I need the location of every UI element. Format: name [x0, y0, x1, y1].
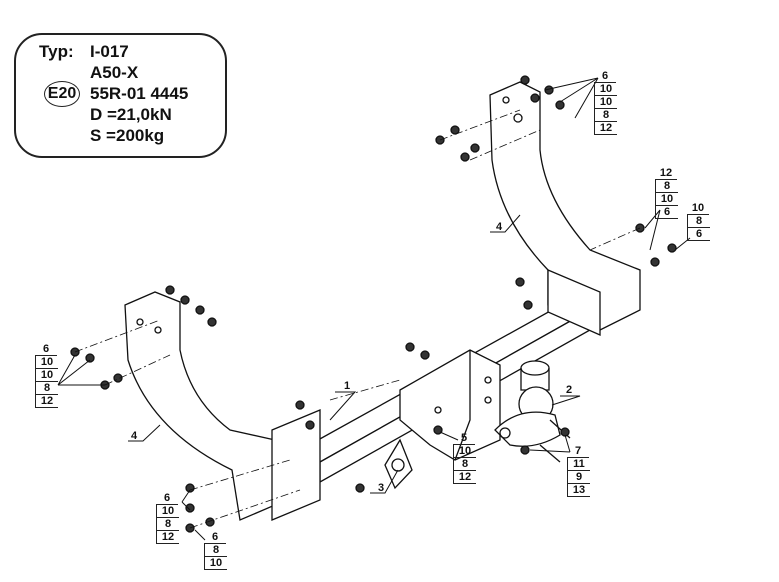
callout-item: 8	[204, 544, 227, 557]
callout-right-a: 12 8 10 6	[655, 167, 678, 219]
s-value: S =200kg	[90, 126, 165, 145]
callout-item: 6	[204, 531, 226, 544]
callout-item: 6	[687, 228, 710, 241]
callout-item: 10	[594, 96, 617, 109]
part-label-4-lower: 4	[131, 430, 138, 442]
callout-item: 13	[567, 484, 590, 497]
typ-value: I-017	[90, 42, 129, 61]
left-bracket	[124, 291, 276, 521]
callout-item: 6	[35, 343, 57, 356]
callout-item: 5	[453, 432, 475, 445]
typ-label: Typ:	[39, 42, 74, 61]
callout-item: 10	[453, 445, 476, 458]
callout-item: 10	[594, 83, 617, 96]
callout-item: 12	[594, 122, 617, 135]
approval-number: 55R-01 4445	[90, 84, 189, 103]
callout-item: 12	[156, 531, 179, 544]
d-value: D =21,0kN	[90, 105, 172, 124]
callout-item: 10	[156, 505, 179, 518]
fasteners	[70, 75, 677, 533]
center-mount	[399, 349, 501, 461]
callout-item: 10	[35, 356, 58, 369]
callout-right-b: 10 8 6	[687, 202, 710, 241]
towball	[494, 360, 571, 463]
callout-item: 12	[453, 471, 476, 484]
callout-item: 11	[567, 458, 590, 471]
callout-item: 6	[655, 206, 678, 219]
approval-mark: E20	[44, 81, 80, 107]
callout-item: 8	[655, 180, 678, 193]
callout-left: 6 10 10 8 12	[35, 343, 58, 408]
part-label-4-upper: 4	[496, 221, 503, 233]
callout-item: 10	[687, 202, 709, 215]
callout-center: 5 10 8 12	[453, 432, 476, 484]
model: A50-X	[90, 63, 139, 82]
callout-item: 6	[156, 492, 178, 505]
callout-ball-bolts: 7 11 9 13	[567, 445, 590, 497]
callout-bottom-left-b: 6 8 10	[204, 531, 227, 570]
callout-item: 10	[655, 193, 678, 206]
centre-lines	[74, 109, 641, 529]
callout-item: 8	[156, 518, 179, 531]
callout-top-right: 6 10 10 8 12	[594, 70, 617, 135]
callout-item: 12	[35, 395, 58, 408]
callout-item: 6	[594, 70, 616, 83]
callout-item: 8	[453, 458, 476, 471]
callout-item: 10	[35, 369, 58, 382]
part-label-1: 1	[344, 380, 351, 392]
callout-item: 7	[567, 445, 589, 458]
callout-item: 8	[35, 382, 58, 395]
type-approval-plate	[14, 33, 227, 158]
callout-item: 12	[655, 167, 677, 180]
callout-item: 8	[687, 215, 710, 228]
callout-item: 9	[567, 471, 590, 484]
part-label-2: 2	[566, 384, 573, 396]
callout-bottom-left-a: 6 10 8 12	[156, 492, 179, 544]
callout-item: 10	[204, 557, 227, 570]
callout-item: 8	[594, 109, 617, 122]
right-bracket	[489, 81, 641, 331]
socket-plate	[384, 438, 413, 490]
part-label-3: 3	[378, 482, 385, 494]
